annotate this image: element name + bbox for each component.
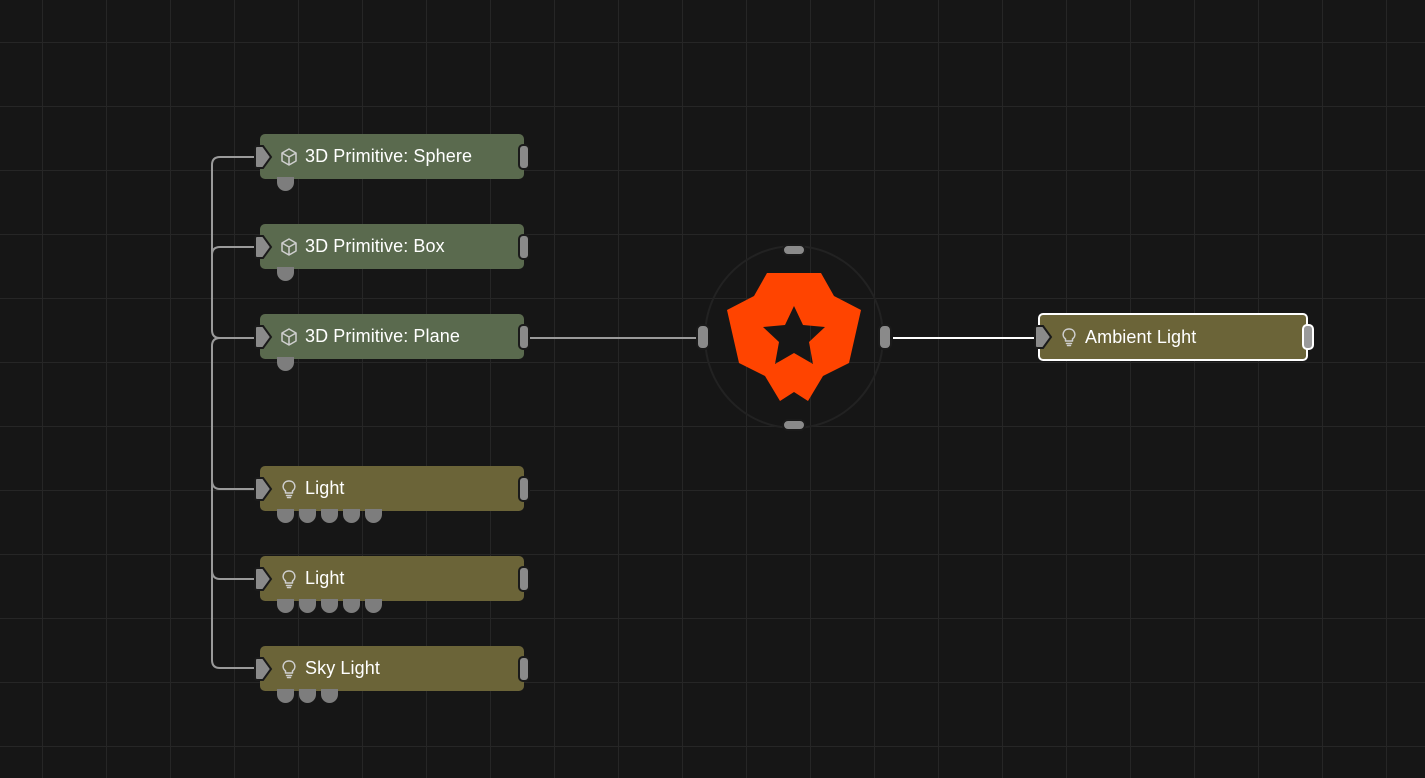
hub-right-port[interactable]	[878, 324, 892, 350]
connector-dots	[277, 177, 294, 191]
output-port[interactable]	[1302, 324, 1314, 350]
lightbulb-icon	[282, 659, 296, 678]
output-port[interactable]	[518, 565, 530, 592]
node-ambient-light[interactable]: Ambient Light	[1034, 313, 1314, 361]
connector-dot[interactable]	[299, 599, 316, 613]
node-sky-light[interactable]: Sky Light	[254, 646, 530, 703]
connector-dot[interactable]	[343, 509, 360, 523]
lightbulb-icon	[282, 569, 296, 588]
cube-icon	[281, 237, 297, 256]
connector-dot[interactable]	[343, 599, 360, 613]
connector-dot[interactable]	[277, 509, 294, 523]
node-label: Light	[305, 568, 345, 588]
connector-dot[interactable]	[365, 509, 382, 523]
input-port[interactable]	[254, 234, 274, 260]
cube-icon	[281, 327, 297, 346]
hub-left-port[interactable]	[696, 324, 710, 350]
node-label: 3D Primitive: Sphere	[305, 146, 473, 166]
connector-dot[interactable]	[299, 689, 316, 703]
output-port[interactable]	[518, 655, 530, 682]
connector-dots	[277, 509, 382, 523]
star-gear-logo-icon	[727, 273, 861, 401]
hub-bottom-port[interactable]	[782, 419, 806, 431]
output-port[interactable]	[518, 143, 530, 170]
node-3d-primitive-box[interactable]: 3D Primitive: Box	[254, 224, 530, 281]
node-label: Sky Light	[305, 658, 380, 678]
hub-node[interactable]	[694, 240, 894, 434]
node-light-2[interactable]: Light	[254, 556, 530, 613]
connector-dot[interactable]	[299, 509, 316, 523]
connector-dot[interactable]	[277, 357, 294, 371]
node-3d-primitive-plane[interactable]: 3D Primitive: Plane	[254, 314, 530, 371]
node-label: 3D Primitive: Plane	[305, 326, 460, 346]
hub-top-port[interactable]	[782, 244, 806, 256]
wire-light2	[211, 569, 258, 580]
lightbulb-icon	[1062, 328, 1076, 347]
wire-lights-bus	[211, 337, 258, 669]
node-label: 3D Primitive: Box	[305, 236, 445, 256]
connector-dot[interactable]	[277, 177, 294, 191]
input-port[interactable]	[254, 476, 274, 502]
connector-dots	[277, 689, 338, 703]
node-label: Ambient Light	[1085, 326, 1197, 347]
output-port[interactable]	[518, 475, 530, 502]
input-port[interactable]	[254, 566, 274, 592]
lightbulb-icon	[282, 479, 296, 498]
cube-icon	[281, 147, 297, 166]
connector-dot[interactable]	[321, 689, 338, 703]
input-port[interactable]	[254, 144, 274, 170]
wire-light1	[211, 479, 258, 490]
connector-dot[interactable]	[277, 599, 294, 613]
input-port[interactable]	[1034, 324, 1054, 350]
connector-dot[interactable]	[365, 599, 382, 613]
wire-box	[211, 246, 258, 256]
connector-dot[interactable]	[321, 509, 338, 523]
wire-sphere	[211, 156, 258, 339]
connector-dot[interactable]	[277, 267, 294, 281]
connector-dots	[277, 599, 382, 613]
connector-dot[interactable]	[321, 599, 338, 613]
output-port[interactable]	[518, 323, 530, 350]
input-port[interactable]	[254, 324, 274, 350]
connector-dots	[277, 267, 294, 281]
node-light-1[interactable]: Light	[254, 466, 530, 523]
output-port[interactable]	[518, 233, 530, 260]
connector-dots	[277, 357, 294, 371]
node-label: Light	[305, 478, 345, 498]
connector-dot[interactable]	[277, 689, 294, 703]
input-port[interactable]	[254, 656, 274, 682]
node-3d-primitive-sphere[interactable]: 3D Primitive: Sphere	[254, 134, 530, 191]
